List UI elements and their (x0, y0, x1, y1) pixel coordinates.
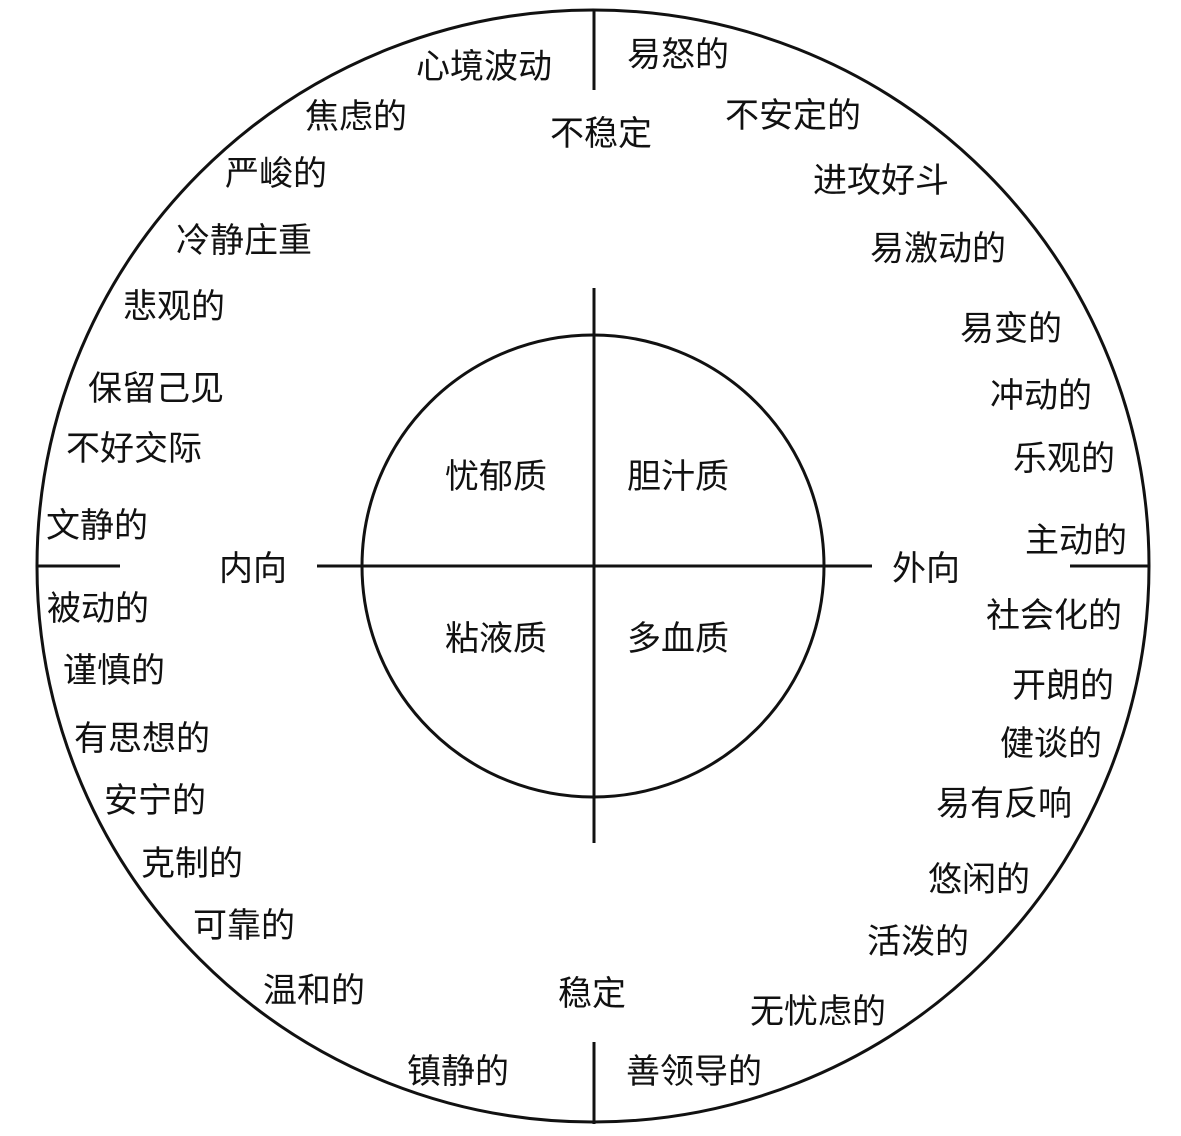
quadrant-choleric: 胆汁质 (627, 457, 729, 497)
trait-label: 保留己见 (88, 369, 224, 409)
trait-label: 易激动的 (870, 229, 1006, 269)
trait-label: 文静的 (46, 506, 148, 546)
trait-label: 心境波动 (416, 47, 552, 87)
axis-label-unstable: 不稳定 (550, 114, 652, 154)
trait-label: 活泼的 (867, 922, 969, 962)
axis-label-extrovert: 外向 (892, 549, 960, 589)
quadrant-phlegmatic: 粘液质 (445, 619, 547, 659)
axis-label-stable: 稳定 (558, 974, 626, 1014)
trait-label: 焦虑的 (305, 97, 407, 137)
trait-label: 冷静庄重 (176, 221, 312, 261)
trait-label: 谨慎的 (63, 651, 165, 691)
trait-label: 无忧虑的 (750, 992, 886, 1032)
trait-label: 易怒的 (627, 35, 729, 75)
trait-label: 悲观的 (123, 287, 225, 327)
trait-label: 进攻好斗 (813, 161, 949, 201)
trait-label: 有思想的 (74, 719, 210, 759)
quadrant-sanguine: 多血质 (627, 619, 729, 659)
trait-label: 乐观的 (1013, 439, 1115, 479)
trait-label: 社会化的 (986, 596, 1122, 636)
trait-label: 开朗的 (1012, 666, 1114, 706)
trait-label: 可靠的 (193, 906, 295, 946)
trait-label: 健谈的 (1000, 724, 1102, 764)
trait-label: 主动的 (1025, 521, 1127, 561)
trait-label: 善领导的 (626, 1052, 762, 1092)
trait-label: 温和的 (263, 971, 365, 1011)
trait-label: 易变的 (960, 309, 1062, 349)
trait-label: 冲动的 (990, 376, 1092, 416)
trait-label: 镇静的 (407, 1052, 509, 1092)
trait-label: 悠闲的 (928, 860, 1030, 900)
quadrant-melancholic: 忧郁质 (445, 457, 547, 497)
trait-label: 易有反响 (936, 784, 1072, 824)
trait-label: 克制的 (141, 844, 243, 884)
trait-label: 安宁的 (104, 781, 206, 821)
trait-label: 不好交际 (66, 429, 202, 469)
trait-label: 被动的 (47, 589, 149, 629)
trait-label: 不安定的 (725, 96, 861, 136)
axis-label-introvert: 内向 (219, 549, 287, 589)
trait-label: 严峻的 (225, 154, 327, 194)
